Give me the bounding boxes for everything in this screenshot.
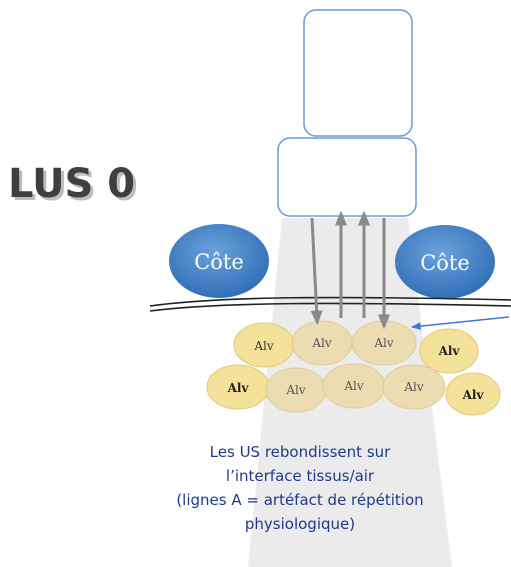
caption-line: (lignes A = artéfact de répétition — [176, 491, 424, 509]
probe-handle — [303, 9, 413, 137]
caption-line: l’interface tissus/air — [225, 467, 375, 485]
pleural-line-visceral — [149, 302, 511, 312]
alveoli-row-2: Alv Alv Alv Alv Alv — [206, 363, 501, 416]
caption-line: physiologique) — [244, 515, 356, 533]
alveolus — [445, 372, 501, 416]
alveolus — [382, 364, 446, 410]
alveolus-label: Alv — [285, 383, 306, 397]
alveolus-label: Alv — [343, 379, 364, 393]
arrow-down — [310, 217, 323, 326]
alveoli-row-1: Alv Alv Alv Alv — [233, 320, 479, 374]
rib-right — [395, 225, 495, 299]
title-shadow: LUS 0 — [11, 164, 138, 210]
alveolus-label: Alv — [253, 339, 274, 353]
probe-head — [277, 137, 417, 217]
rib-right-label: Côte — [420, 251, 470, 275]
caption-line: Les US rebondissent sur — [209, 443, 391, 461]
interface-pointer — [411, 316, 510, 330]
ultrasound-arrows — [310, 210, 390, 330]
rib-left — [169, 224, 269, 298]
pleural-line-parietal — [149, 296, 511, 307]
alveolus-label: Alv — [311, 336, 332, 350]
alveolus-label: Alv — [373, 336, 394, 350]
alveolus-label: Alv — [403, 380, 424, 394]
caption: Les US rebondissent sur l’interface tiss… — [155, 440, 445, 536]
rib-left-label: Côte — [194, 250, 244, 274]
alveolus-label: Alv — [462, 388, 485, 402]
alveolus — [419, 328, 479, 374]
alveolus-label: Alv — [227, 381, 250, 395]
alveolus-label: Alv — [438, 344, 461, 358]
page-title: LUS 0 — [8, 161, 135, 207]
